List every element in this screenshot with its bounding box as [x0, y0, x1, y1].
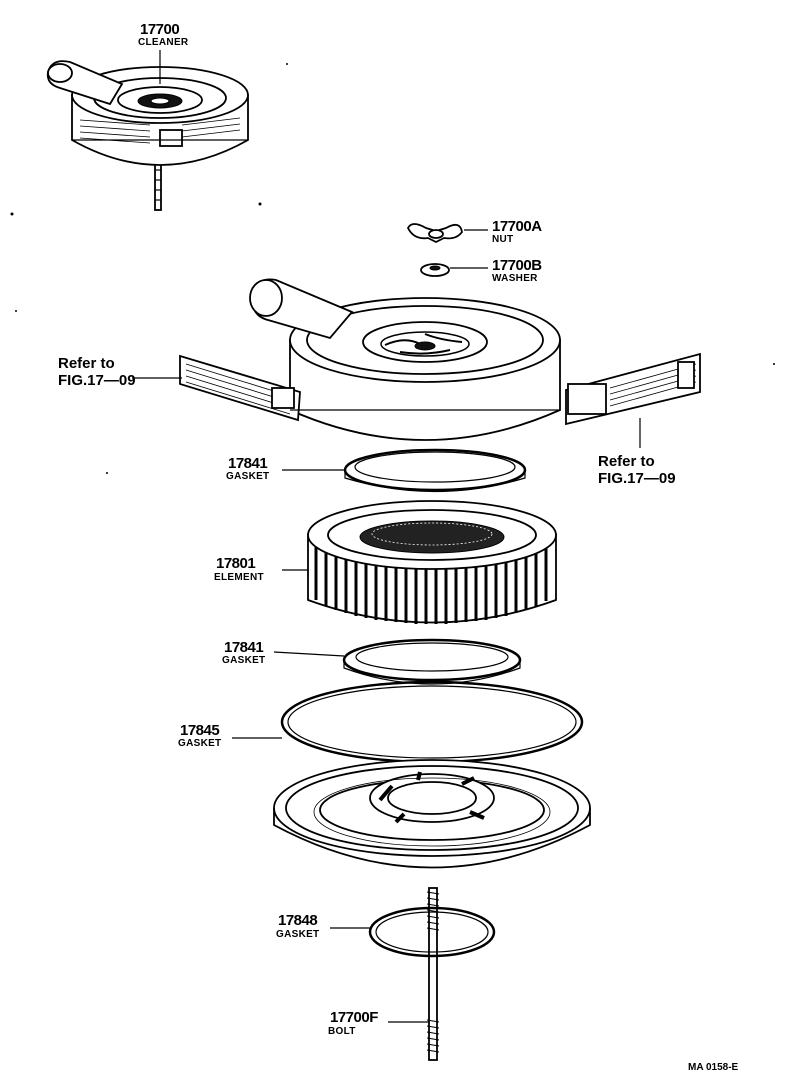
part-name-small-gasket: GASKET	[276, 929, 319, 940]
reference-left-line2: FIG.17—09	[58, 372, 136, 389]
figure-code: MA 0158-E	[688, 1062, 739, 1073]
reference-right-line1: Refer to	[598, 453, 655, 470]
bolt-illustration	[426, 887, 440, 1061]
part-number-element: 17801	[216, 555, 255, 572]
part-name-nut: NUT	[492, 234, 513, 245]
wing-nut-illustration	[406, 223, 463, 244]
part-name-bolt: BOLT	[328, 1026, 356, 1037]
part-number-small-gasket: 17848	[278, 912, 317, 929]
upper-gasket-illustration	[343, 448, 527, 493]
lower-gasket-illustration	[342, 638, 522, 685]
scan-specks	[10, 63, 775, 474]
part-number-bolt: 17700F	[330, 1009, 378, 1026]
part-number-nut: 17700A	[492, 218, 542, 235]
filter-element-illustration	[307, 500, 557, 624]
part-name-element: ELEMENT	[214, 572, 264, 583]
part-number-large-gasket: 17845	[180, 722, 219, 739]
large-gasket-illustration	[280, 680, 584, 764]
small-gasket-illustration	[368, 906, 496, 958]
part-name-cleaner: CLEANER	[138, 37, 189, 48]
part-number-lower-gasket: 17841	[224, 639, 263, 656]
reference-right-line2: FIG.17—09	[598, 470, 676, 487]
part-number-washer: 17700B	[492, 257, 542, 274]
part-name-lower-gasket: GASKET	[222, 655, 265, 666]
reference-left-line1: Refer to	[58, 355, 115, 372]
cleaner-housing-illustration	[179, 278, 701, 441]
part-name-upper-gasket: GASKET	[226, 471, 269, 482]
part-number-cleaner: 17700	[140, 21, 179, 38]
assembled-cleaner-illustration	[46, 60, 249, 211]
part-name-large-gasket: GASKET	[178, 738, 221, 749]
washer-illustration	[420, 263, 450, 277]
part-number-upper-gasket: 17841	[228, 455, 267, 472]
base-pan-illustration	[273, 759, 591, 869]
part-name-washer: WASHER	[492, 273, 538, 284]
